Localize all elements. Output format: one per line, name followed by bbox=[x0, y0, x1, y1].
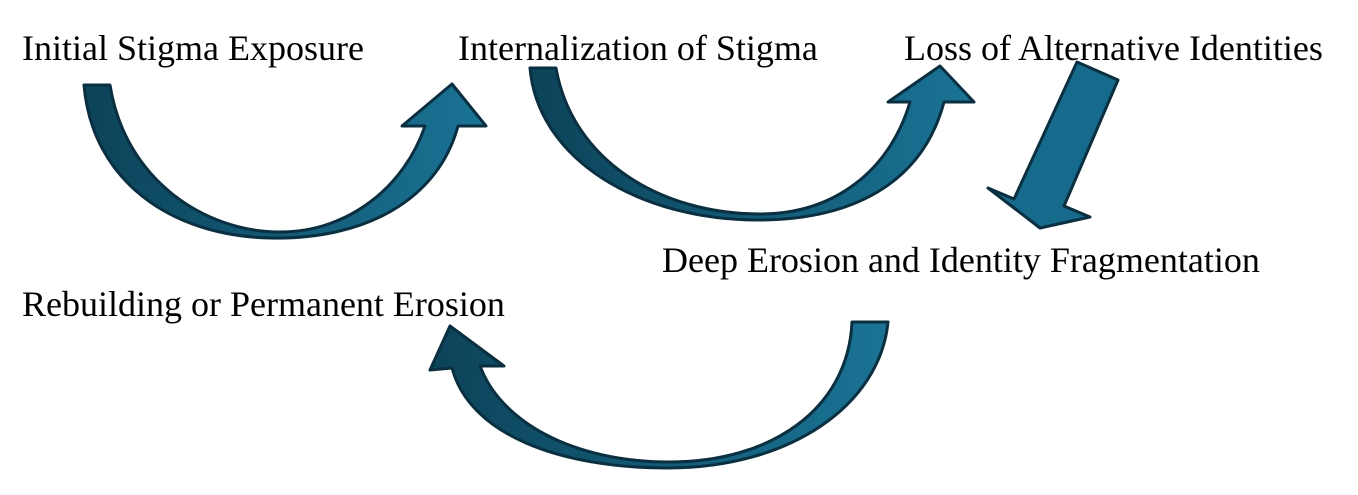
stage-label-deep-erosion: Deep Erosion and Identity Fragmentation bbox=[662, 240, 1260, 280]
curved-arrow-1 bbox=[82, 82, 488, 240]
stage-label-loss: Loss of Alternative Identities bbox=[904, 28, 1323, 68]
curved-arrow-2 bbox=[528, 64, 976, 222]
curved-arrow-4 bbox=[428, 320, 890, 470]
stage-label-rebuilding: Rebuilding or Permanent Erosion bbox=[22, 284, 505, 324]
stage-label-initial: Initial Stigma Exposure bbox=[22, 28, 364, 68]
straight-arrow-3 bbox=[986, 60, 1120, 230]
stage-label-internalization: Internalization of Stigma bbox=[458, 28, 818, 68]
